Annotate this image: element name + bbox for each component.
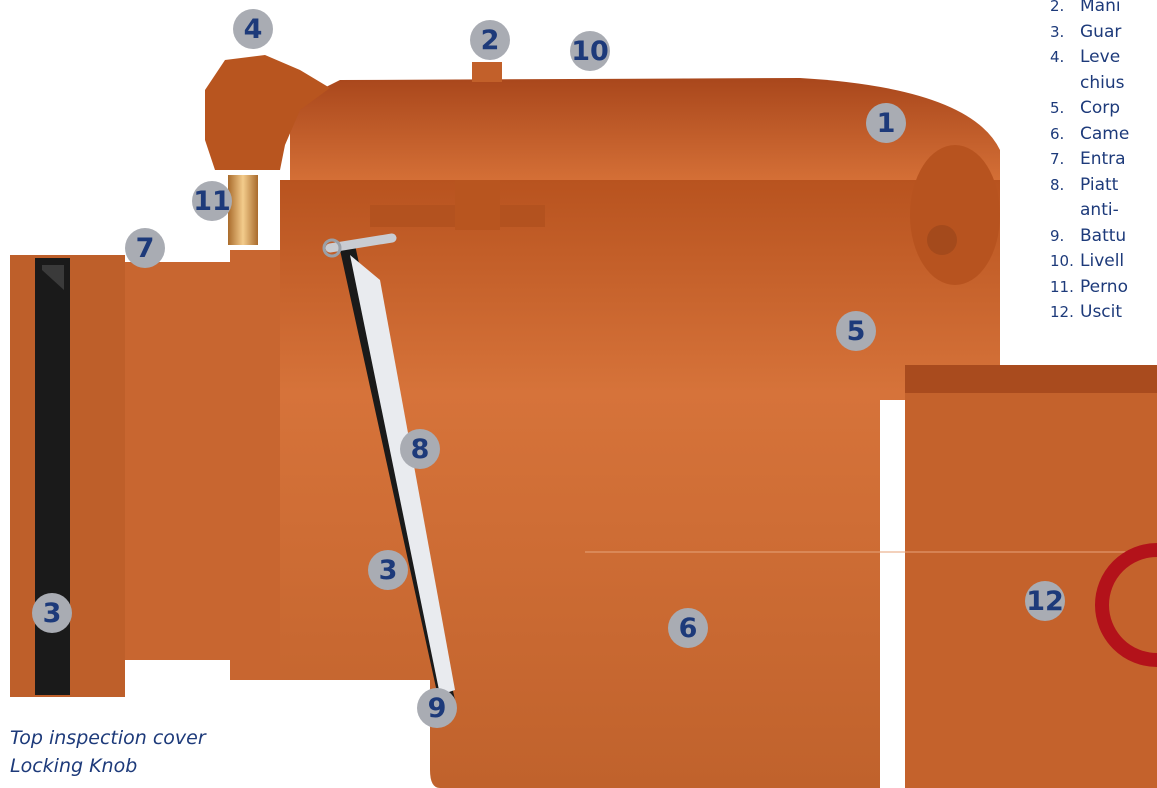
legend-item: 4.Leve [1050,47,1121,67]
valve-body [280,180,1000,788]
outlet-pipe [905,365,1157,788]
badge-9: 9 [417,688,457,728]
legend-item: 12.Uscit [1050,302,1123,322]
badge-8: 8 [400,429,440,469]
hinge-pin-head [927,225,957,255]
badge-11: 11 [192,181,232,221]
badge-5: 5 [836,311,876,351]
badge-7: 7 [125,228,165,268]
badge-3-inlet: 3 [32,593,72,633]
top-knob [472,62,502,82]
caption: Top inspection cover Locking Knob [10,724,206,780]
legend: 2.Mani 3.Guar 4.Leve chius 5.Corp 6.Came… [1050,0,1129,326]
legend-item-cont: chius [1080,72,1125,93]
legend-item: 11.Perno [1050,276,1128,297]
brass-pin [228,175,258,245]
no-rat-sign [1095,543,1157,667]
legend-item: 7.Entra [1050,149,1126,169]
caption-line-2: Locking Knob [10,755,138,777]
badge-4: 4 [233,9,273,49]
legend-item: 8.Piatt [1050,174,1119,195]
hinge-cylinder [910,145,1000,285]
legend-item: 10.Livell [1050,251,1125,271]
badge-3-flap: 3 [368,550,408,590]
legend-item: 9.Battu [1050,225,1127,246]
badge-10: 10 [570,31,610,71]
legend-item: 3.Guar [1050,21,1122,42]
badge-2: 2 [470,20,510,60]
locking-lever [205,55,330,170]
legend-item-cont: anti- [1080,200,1119,220]
lid [290,78,1000,180]
badge-6: 6 [668,608,708,648]
legend-item: 6.Came [1050,123,1130,144]
flap-plate-face [350,255,455,695]
badge-1: 1 [866,103,906,143]
legend-item: 5.Corp [1050,98,1121,118]
badge-12: 12 [1025,581,1065,621]
legend-item: 2.Mani [1050,0,1121,16]
caption-line-1: Top inspection cover [10,727,206,749]
inlet-gasket [35,258,70,695]
